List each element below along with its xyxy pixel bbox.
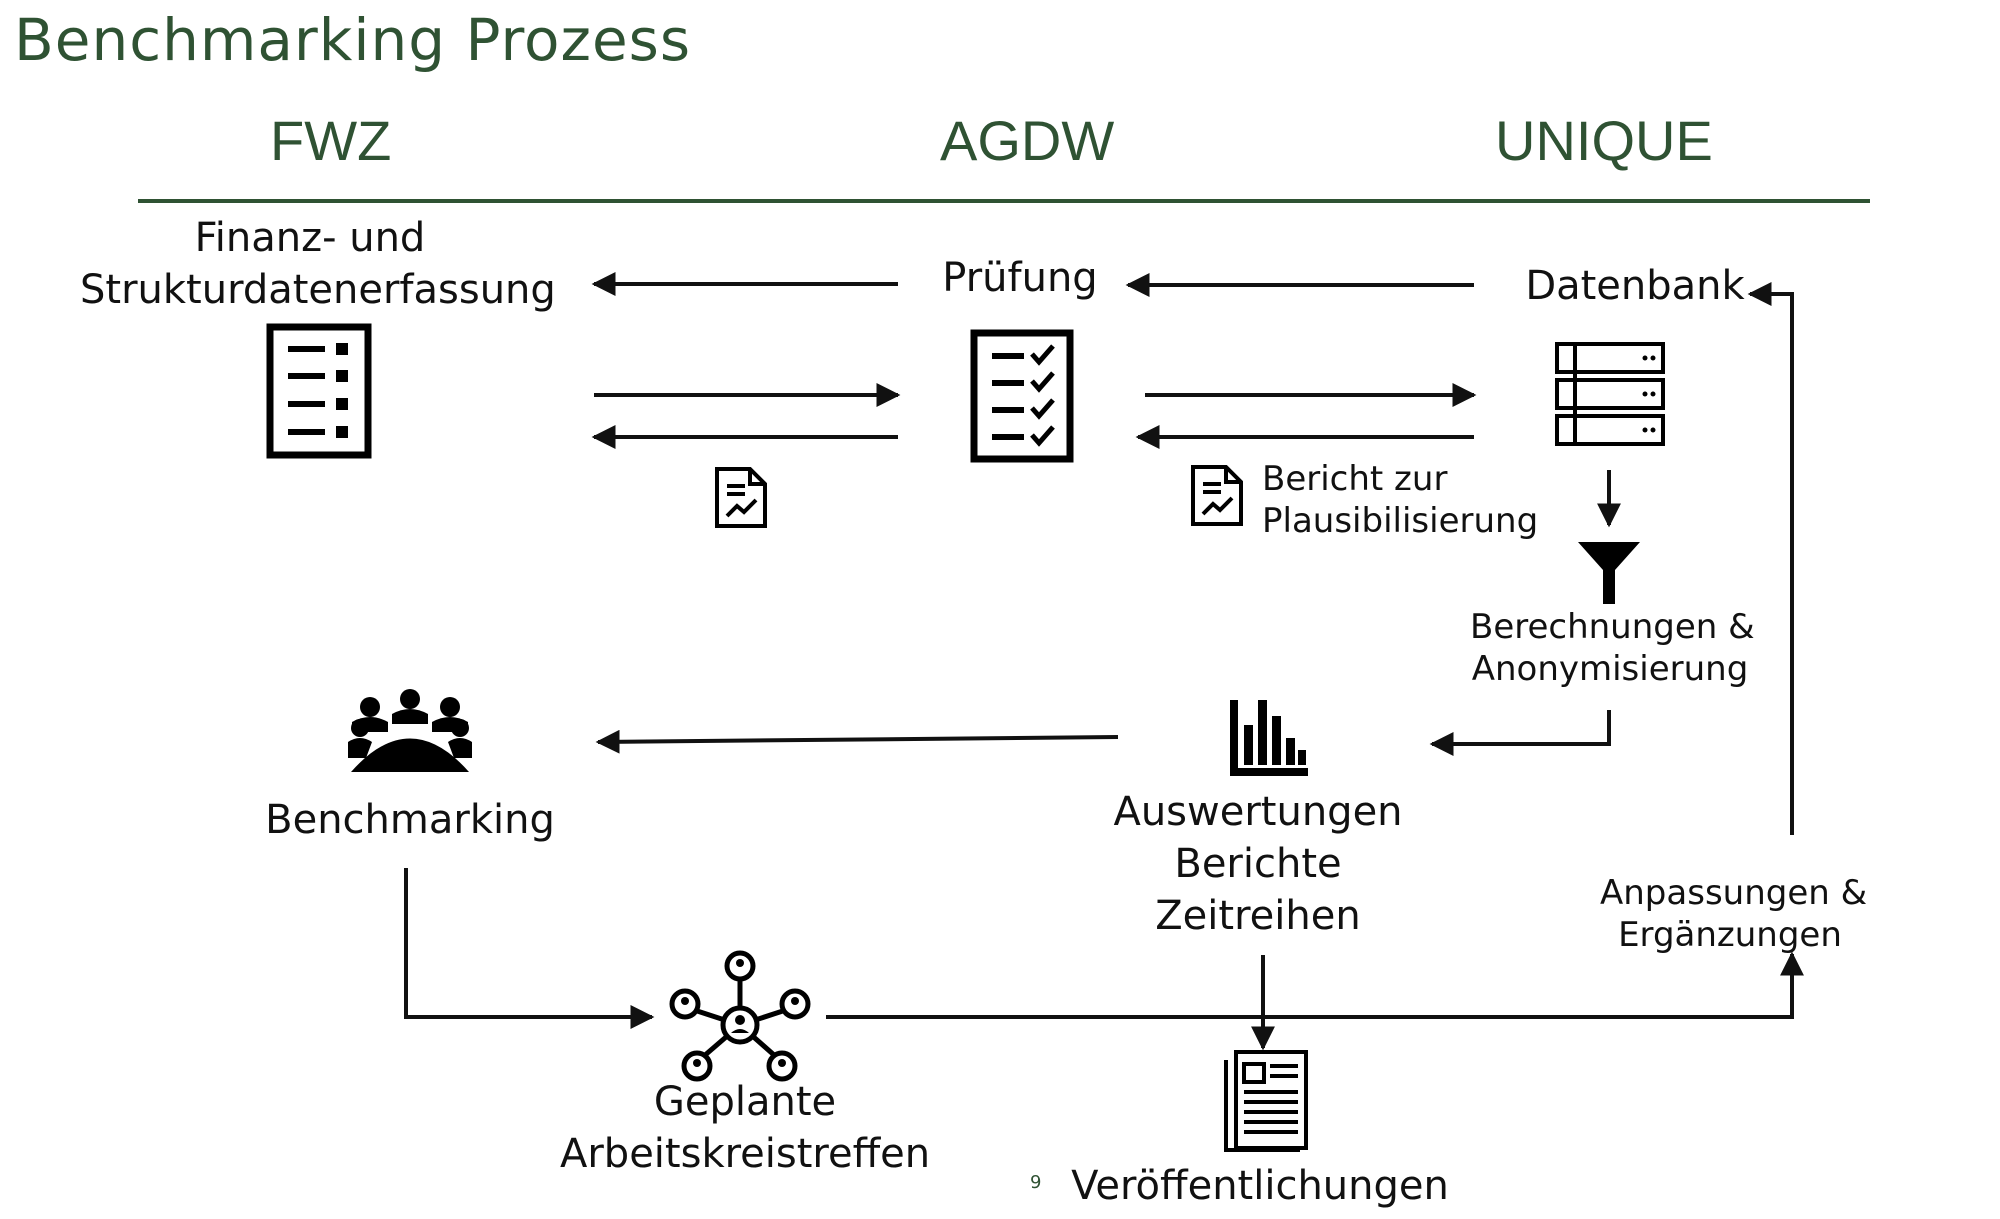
form-list-icon bbox=[266, 323, 372, 459]
database-server-icon bbox=[1555, 342, 1665, 446]
label-anpassungen-line-1: Anpassungen & bbox=[1600, 873, 1868, 913]
slide-title: Benchmarking Prozess bbox=[14, 6, 692, 74]
newspaper-icon bbox=[1224, 1050, 1308, 1152]
label-anpassungen-line-2: Ergänzungen bbox=[1618, 915, 1842, 955]
label-auswertungen-line-1: Auswertungen bbox=[1113, 789, 1403, 835]
label-pruefung: Prüfung bbox=[942, 255, 1098, 301]
label-erfassung-line-1: Finanz- und bbox=[194, 215, 426, 261]
label-treffen-line-2: Arbeitskreistreffen bbox=[560, 1131, 931, 1177]
network-people-icon bbox=[669, 950, 811, 1082]
label-bericht-line-1: Bericht zur bbox=[1262, 459, 1448, 499]
column-header-unique: UNIQUE bbox=[1495, 109, 1713, 172]
label-bericht-plausibilisierung: Bericht zur Plausibilisierung bbox=[1262, 458, 1538, 542]
label-auswertungen: Auswertungen Berichte Zeitreihen bbox=[1098, 786, 1418, 942]
report-chart-icon-small bbox=[715, 467, 767, 528]
label-berechnungen-line-2: Anonymisierung bbox=[1471, 649, 1749, 689]
arrow-benchmarking-to-treffen bbox=[404, 868, 655, 1029]
funnel-icon bbox=[1578, 542, 1640, 604]
label-anpassungen: Anpassungen & Ergänzungen bbox=[1600, 872, 1868, 956]
column-header-agdw: AGDW bbox=[940, 109, 1115, 172]
label-treffen-line-1: Geplante bbox=[653, 1079, 837, 1125]
label-bericht-line-2: Plausibilisierung bbox=[1262, 501, 1539, 541]
arrow-berechnungen-to-auswertungen bbox=[1429, 710, 1611, 756]
label-veroeffentlichungen: Veröffentlichungen bbox=[1071, 1163, 1449, 1209]
arrow-treffen-to-anpassungen bbox=[826, 951, 1804, 1019]
label-auswertungen-line-3: Zeitreihen bbox=[1155, 893, 1361, 939]
label-treffen: Geplante Arbeitskreistreffen bbox=[560, 1076, 930, 1180]
arrow-anpassungen-to-datenbank bbox=[1747, 282, 1794, 835]
column-header-fwz: FWZ bbox=[270, 109, 392, 172]
label-auswertungen-line-2: Berichte bbox=[1174, 841, 1342, 887]
label-erfassung: Finanz- und Strukturdatenerfassung bbox=[80, 212, 556, 316]
arrow-auswertungen-to-benchmarking bbox=[595, 729, 1119, 754]
report-chart-icon bbox=[1191, 465, 1243, 526]
label-erfassung-line-2: Strukturdatenerfassung bbox=[80, 267, 556, 313]
bar-chart-icon bbox=[1230, 700, 1308, 776]
page-number: 9 bbox=[1030, 1172, 1042, 1193]
label-berechnungen-line-1: Berechnungen & bbox=[1470, 607, 1755, 647]
checklist-icon bbox=[970, 329, 1074, 463]
label-benchmarking: Benchmarking bbox=[265, 797, 555, 843]
meeting-group-icon bbox=[348, 689, 472, 772]
label-berechnungen: Berechnungen & Anonymisierung bbox=[1470, 606, 1755, 690]
label-datenbank: Datenbank bbox=[1525, 263, 1745, 309]
